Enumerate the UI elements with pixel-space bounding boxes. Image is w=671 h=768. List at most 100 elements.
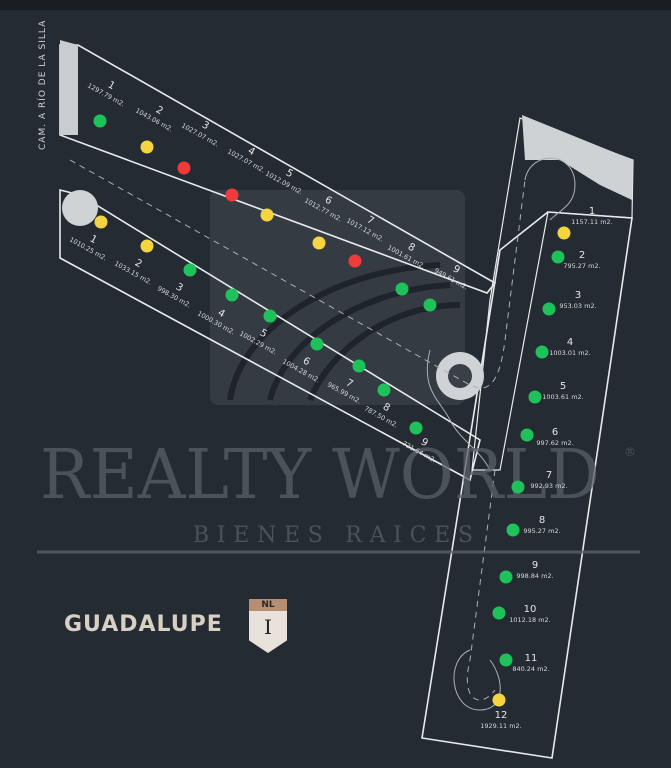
lot-number: 4 (567, 337, 573, 348)
lot-status-dot-available[interactable] (409, 421, 423, 435)
lot-status-dot-available[interactable] (352, 359, 366, 373)
shield-state-code: NL (249, 599, 287, 611)
lot-area: 1027.07 m2. (226, 147, 266, 174)
cul-de-sac-north (524, 157, 576, 221)
lot-status-dot-available[interactable] (551, 250, 565, 264)
city-label: GUADALUPE (64, 612, 223, 637)
road-label-cam-rio-de-la-silla: CAM. A RÍO DE LA SILLA (38, 19, 48, 150)
lot-number: 5 (284, 167, 295, 180)
lot-number: 8 (406, 241, 417, 254)
main-road-outline (471, 117, 634, 471)
lot-status-dot-reserved[interactable] (312, 236, 326, 250)
lot-area: 998.84 m2. (516, 572, 553, 580)
lot-status-dot-reserved[interactable] (260, 208, 274, 222)
lot-status-dot-available[interactable] (377, 383, 391, 397)
lot-status-dot-available[interactable] (499, 653, 513, 667)
lot-area: 1043.06 m2. (134, 106, 174, 133)
lot-area: 953.03 m2. (559, 302, 596, 310)
lot-status-dot-available[interactable] (225, 288, 239, 302)
lot-area: 1010.25 m2. (68, 235, 108, 262)
lot-status-dot-reserved[interactable] (140, 140, 154, 154)
lot-number: 2 (154, 104, 165, 117)
lot-number: 6 (301, 355, 312, 368)
lot-area: 997.62 m2. (536, 439, 573, 447)
lot-status-dot-sold[interactable] (177, 161, 191, 175)
lot-number: 9 (451, 263, 462, 276)
roundabout-west (62, 190, 98, 226)
lot-status-dot-available[interactable] (263, 309, 277, 323)
lot-number: 12 (495, 710, 508, 721)
lot-number: 9 (419, 436, 430, 449)
lot-area: 995.27 m2. (523, 527, 560, 535)
lot-status-dot-available[interactable] (183, 263, 197, 277)
lot-status-dot-reserved[interactable] (94, 215, 108, 229)
lot-area: 1003.61 m2. (542, 393, 583, 401)
lot-status-dot-sold[interactable] (348, 254, 362, 268)
lot-status-dot-available[interactable] (395, 282, 409, 296)
lot-number: 11 (525, 653, 538, 664)
lot-number: 4 (246, 145, 257, 158)
lot-status-dot-reserved[interactable] (557, 226, 571, 240)
lot-number: 7 (546, 470, 552, 481)
lot-number: 4 (216, 307, 227, 320)
watermark-logo-box (210, 190, 465, 405)
lot-number: 10 (524, 604, 537, 615)
lot-status-dot-available[interactable] (542, 302, 556, 316)
lot-area: 998.30 m2. (156, 284, 193, 309)
green-area (522, 115, 633, 200)
lot-area: 1929.11 m2. (480, 722, 521, 730)
lot-number: 3 (200, 119, 211, 132)
road-centerline (69, 159, 526, 389)
lot-number: 3 (575, 290, 581, 301)
watermark-tagline: BIENES RAICES (193, 523, 473, 548)
lot-number: 8 (381, 401, 392, 414)
lot-area: 1157.11 m2. (571, 218, 612, 226)
lot-number: 2 (133, 257, 144, 270)
lot-status-dot-available[interactable] (535, 345, 549, 359)
lot-area: 1012.18 m2. (509, 616, 550, 624)
lot-status-dot-available[interactable] (528, 390, 542, 404)
lot-number: 1 (106, 79, 117, 92)
lot-status-dot-reserved[interactable] (140, 239, 154, 253)
lot-status-dot-available[interactable] (93, 114, 107, 128)
lot-status-dot-available[interactable] (511, 480, 525, 494)
lot-number: 1 (589, 206, 595, 217)
lot-status-dot-available[interactable] (423, 298, 437, 312)
lot-status-dot-reserved[interactable] (492, 693, 506, 707)
lot-status-dot-available[interactable] (499, 570, 513, 584)
lot-status-dot-available[interactable] (506, 523, 520, 537)
lot-status-dot-sold[interactable] (225, 188, 239, 202)
lot-number: 2 (579, 250, 585, 261)
cul-de-sac-south (453, 649, 501, 711)
lot-status-dot-available[interactable] (492, 606, 506, 620)
lot-status-dot-available[interactable] (520, 428, 534, 442)
lot-area: 1297.79 m2. (86, 81, 126, 108)
lot-status-dot-available[interactable] (310, 337, 324, 351)
lot-number: 3 (174, 281, 185, 294)
lot-area: 1027.07 m2. (180, 121, 220, 148)
shield-number: I (249, 611, 287, 653)
lot-area: 992.93 m2. (530, 482, 567, 490)
lot-number: 5 (560, 381, 566, 392)
state-highway-shield: NL I (249, 599, 287, 653)
corner-area (60, 40, 78, 135)
watermark-registered-mark: ® (624, 445, 636, 459)
